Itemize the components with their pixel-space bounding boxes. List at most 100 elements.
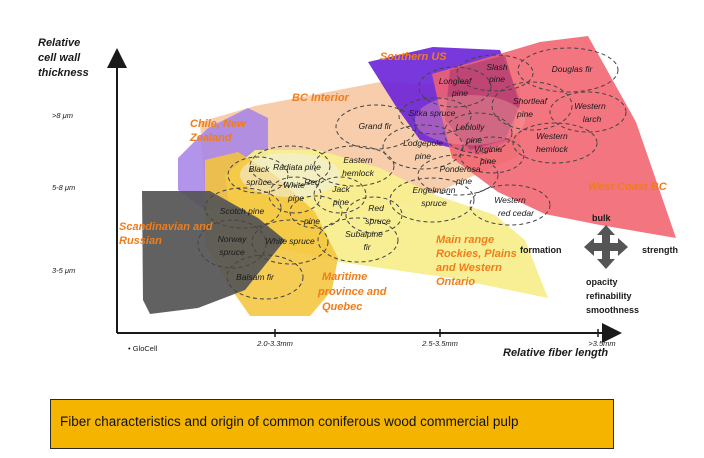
species-loblolly-1: Loblolly (456, 122, 486, 132)
species-norway-spruce-2: spruce (219, 247, 245, 257)
ellipse-ponderosa-pine (417, 154, 499, 196)
ellipse-balsam-fir (226, 254, 304, 300)
region-label-main-range-3: and Western (436, 262, 502, 274)
species-eastern-hemlock-2: hemlock (342, 168, 374, 178)
region-label-main-range-2: Rockies, Plains (436, 248, 517, 260)
ellipse-red-pine (289, 195, 343, 229)
species-radiata-pine: Radiata pine (273, 162, 321, 172)
ellipse-white-spruce (251, 219, 329, 265)
species-norway-spruce-1: Norway (218, 234, 248, 244)
x-tick-label-1: 2.0-3.3mm (256, 339, 293, 348)
ellipse-lodgepole-pine (382, 124, 464, 170)
species-shortleaf-pine-2: pine (516, 109, 533, 119)
species-lodgepole-pine-2: pine (414, 151, 431, 161)
species-engelmann-spruce-2: spruce (421, 198, 447, 208)
species-white-pine-1: White (283, 180, 305, 190)
ellipse-western-red-cedar (469, 184, 551, 226)
caption-box: Fiber characteristics and origin of comm… (50, 399, 614, 449)
ellipse-scotch-pine (204, 187, 282, 229)
species-virginia-pine-2: pine (479, 156, 496, 166)
ellipse-jack-pine (313, 176, 367, 214)
region-label-main-range-1: Main range (436, 234, 494, 246)
y-axis-title-line3: thickness (38, 67, 89, 79)
ellipse-norway-spruce (197, 219, 267, 269)
brand-glocell: • GloCell (128, 344, 158, 353)
species-western-hemlock-2: hemlock (536, 144, 568, 154)
region-label-chile-nz-2: Zealand (189, 132, 232, 144)
ellipse-sitka-spruce (398, 97, 472, 135)
species-western-red-cedar-2: red cedar (498, 208, 535, 218)
property-smoothness: smoothness (586, 305, 639, 315)
property-opacity: opacity (586, 277, 618, 287)
property-refinability: refinability (586, 291, 632, 301)
species-red-pine-2: pine (303, 216, 320, 226)
region-label-bc-interior: BC Interior (292, 92, 350, 104)
species-western-red-cedar-1: Western (494, 195, 526, 205)
species-jack-pine-2: pine (332, 197, 349, 207)
species-white-pine-2: pine (287, 193, 304, 203)
region-label-maritime-3: Quebec (322, 301, 362, 313)
species-eastern-hemlock-1: Eastern (343, 155, 373, 165)
species-shortleaf-pine-1: Shortleaf (513, 96, 549, 106)
ellipse-subalpine-fir (317, 217, 399, 263)
species-red-pine-1: Red (304, 177, 320, 187)
region-label-maritime-2: province and (317, 286, 387, 298)
species-subalpine-fir-1: Subalpine (345, 229, 383, 239)
ellipse-eastern-hemlock (313, 145, 395, 187)
ellipse-radiata-pine (249, 145, 331, 187)
ellipse-black-spruce (227, 156, 289, 194)
species-scotch-pine: Scotch pine (220, 206, 265, 216)
ellipse-grand-fir (335, 104, 417, 150)
species-ponderosa-pine-2: pine (455, 176, 472, 186)
region-overlap-highlight (415, 95, 525, 145)
region-label-chile-nz-1: Chile, New (190, 118, 247, 130)
species-douglas-fir: Douglas fir (552, 64, 594, 74)
region-label-scandinavian-2: Russian (119, 235, 162, 247)
species-western-hemlock-1: Western (536, 131, 568, 141)
caption-text: Fiber characteristics and origin of comm… (60, 414, 519, 429)
ellipse-red-spruce (345, 196, 403, 234)
species-jack-pine-1: Jack (331, 184, 350, 194)
species-western-larch-1: Western (574, 101, 606, 111)
species-balsam-fir: Balsam fir (236, 272, 275, 282)
species-loblolly-2: pine (465, 135, 482, 145)
species-red-spruce-2: spruce (365, 216, 391, 226)
ellipse-western-larch (549, 91, 627, 133)
four-way-arrow-icon (584, 225, 628, 269)
species-subalpine-fir-2: fir (363, 242, 371, 252)
species-engelmann-spruce-1: Engelmann (412, 185, 455, 195)
species-sitka-spruce: Sitka spruce (409, 108, 456, 118)
region-label-southern-us: Southern US (380, 51, 447, 63)
x-tick-label-2: 2.5-3.5mm (421, 339, 458, 348)
species-slash-pine-1: Slash (486, 62, 508, 72)
species-ellipses (197, 47, 627, 300)
species-western-larch-2: larch (583, 114, 602, 124)
y-tick-label-2: 5-8 μm (52, 183, 75, 192)
region-label-west-coast-bc: West Coast BC (588, 181, 668, 193)
y-tick-label-3: 3-5 μm (52, 266, 75, 275)
y-tick-label-1: >8 μm (52, 111, 73, 120)
species-red-spruce-1: Red (368, 203, 384, 213)
y-axis-title-line1: Relative (38, 37, 80, 49)
species-black-spruce-1: Black (249, 164, 271, 174)
species-white-spruce: White spruce (265, 236, 315, 246)
region-light-center (240, 153, 340, 197)
ellipse-longleaf-pine (418, 66, 492, 108)
ellipse-loblolly-pine (443, 112, 513, 154)
region-scandinavian-shape (142, 191, 285, 314)
species-ponderosa-pine-1: Ponderosa (439, 164, 480, 174)
ellipse-slash-pine (456, 54, 534, 92)
ellipse-western-hemlock (512, 122, 598, 164)
species-grand-fir: Grand fir (358, 121, 392, 131)
ellipse-shortleaf-pine (491, 81, 573, 131)
y-axis-title-line2: cell wall (38, 52, 81, 64)
region-label-main-range-4: Ontario (436, 276, 475, 288)
species-longleaf-pine-2: pine (451, 88, 468, 98)
ellipse-engelmann-spruce (389, 177, 475, 223)
property-bulk: bulk (592, 213, 611, 223)
property-strength: strength (642, 245, 678, 255)
species-lodgepole-pine-1: Lodgepole (403, 138, 443, 148)
species-black-spruce-2: spruce (246, 177, 272, 187)
ellipse-douglas-fir (517, 47, 619, 93)
